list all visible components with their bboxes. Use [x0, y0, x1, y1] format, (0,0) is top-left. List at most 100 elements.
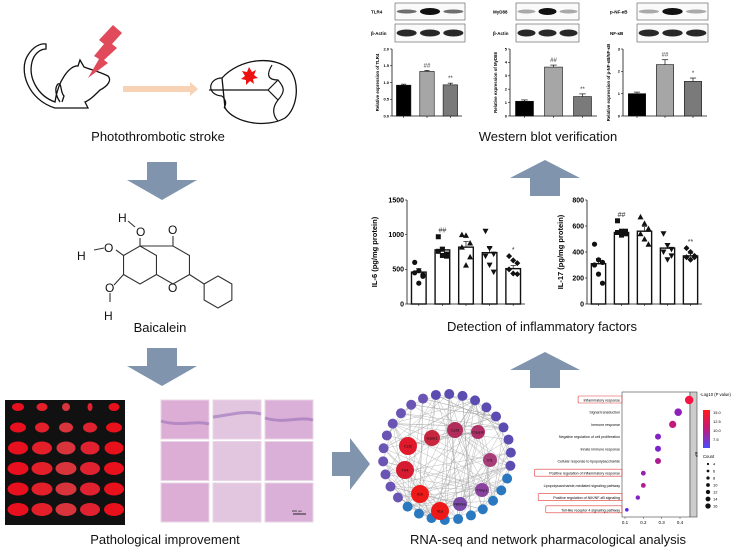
- right-arrow-icon: [332, 438, 370, 490]
- data-point: [416, 280, 422, 286]
- data-point: [691, 254, 698, 261]
- down-arrow-icon: [127, 162, 197, 200]
- network-edge: [419, 398, 424, 495]
- protein-band: [443, 29, 464, 37]
- brain-slice: [104, 441, 124, 455]
- network-node-label: Ccl3: [451, 428, 460, 433]
- significance-label: *: [512, 247, 515, 254]
- network-edge: [383, 393, 450, 449]
- size-legend-label: 14: [713, 497, 718, 502]
- color-legend-tick: 15.0: [713, 410, 722, 415]
- y-tick-label: 2: [618, 69, 621, 74]
- brain-slice: [87, 403, 93, 411]
- caption-stroke: Photothrombotic stroke: [91, 129, 225, 144]
- network-edge: [435, 394, 504, 428]
- data-point: [640, 470, 646, 476]
- data-point: [463, 232, 469, 238]
- brain-slice: [106, 422, 122, 433]
- brain-slice: [10, 422, 26, 433]
- color-legend-tick: 12.5: [713, 419, 722, 424]
- data-point: [615, 218, 621, 224]
- protein-band: [638, 9, 659, 14]
- data-point: [490, 269, 497, 276]
- data-point: [482, 253, 489, 260]
- data-point: [660, 249, 667, 255]
- data-point: [595, 257, 602, 263]
- network-edge: [474, 400, 494, 501]
- protein-band: [538, 8, 557, 15]
- data-point: [645, 241, 652, 247]
- bar: [613, 231, 630, 305]
- blot-label: TLR4: [371, 10, 383, 15]
- network-node: [418, 393, 429, 404]
- data-point: [510, 270, 517, 277]
- network-node-label: Tlr4: [402, 468, 410, 473]
- data-point: [486, 246, 493, 252]
- data-point: [420, 273, 426, 279]
- x-tick-label: 0.4: [677, 520, 684, 525]
- brain-slice: [12, 403, 24, 411]
- network-edge: [431, 437, 508, 479]
- network-hub-node: [431, 502, 449, 520]
- data-point: [443, 253, 449, 259]
- network-edge: [418, 427, 504, 514]
- data-point: [506, 253, 513, 260]
- brain-slice: [35, 422, 49, 433]
- network-node: [488, 495, 499, 506]
- y-tick-label: 1500: [388, 197, 404, 204]
- network-edge: [470, 478, 508, 516]
- network-edge: [407, 404, 412, 507]
- down-arrow-icon: [127, 348, 197, 386]
- data-point: [458, 244, 465, 250]
- data-point: [625, 508, 629, 512]
- brain-slice: [7, 482, 29, 496]
- bar: [682, 255, 699, 305]
- ring-a: [122, 245, 158, 285]
- network-node: [505, 460, 516, 471]
- bond: [113, 274, 124, 286]
- term-label: Cellular response to lipopolysaccharide: [557, 460, 620, 464]
- network-edge: [383, 448, 483, 491]
- protein-band: [517, 9, 536, 14]
- brain-slice: [55, 482, 77, 496]
- brain-slice: [56, 441, 76, 455]
- caption-inflammatory: Detection of inflammatory factors: [446, 319, 638, 334]
- brain-slice: [80, 503, 100, 516]
- bar: [628, 93, 646, 117]
- network-node: [378, 443, 389, 454]
- data-point: [435, 234, 441, 240]
- size-legend-dot: [706, 462, 710, 466]
- significance-label: ##: [618, 212, 626, 219]
- bar: [442, 84, 458, 117]
- network-edge: [474, 400, 512, 453]
- network-edge: [470, 490, 502, 516]
- brain-slice: [32, 441, 52, 455]
- brain-slice: [36, 403, 48, 411]
- data-point: [439, 252, 445, 258]
- y-tick-label: 0.0: [383, 113, 389, 118]
- data-point: [664, 243, 671, 249]
- network-node: [453, 514, 464, 525]
- protein-band: [396, 29, 417, 37]
- brain-slice: [7, 503, 29, 516]
- bar: [457, 246, 475, 305]
- term-label: Toll-like receptor 4 signaling pathway: [561, 508, 620, 512]
- data-point: [595, 271, 602, 277]
- network-hub-node: [424, 430, 440, 446]
- network-hub-node: [453, 497, 467, 511]
- network-node: [481, 402, 492, 413]
- data-point: [482, 228, 489, 235]
- protein-band: [686, 9, 707, 14]
- baicalein-structure: [93, 220, 233, 309]
- y-tick-label: 3: [618, 46, 621, 51]
- y-tick-label: 0.5: [383, 97, 389, 102]
- network-node-label: Nfkbia: [454, 502, 466, 507]
- y-tick-label: 4: [505, 60, 508, 65]
- network-node: [502, 473, 513, 484]
- size-legend-label: 4: [713, 462, 716, 467]
- y-axis-label: IL-6 (pg/mg protein): [370, 216, 379, 287]
- network-edge: [382, 423, 393, 462]
